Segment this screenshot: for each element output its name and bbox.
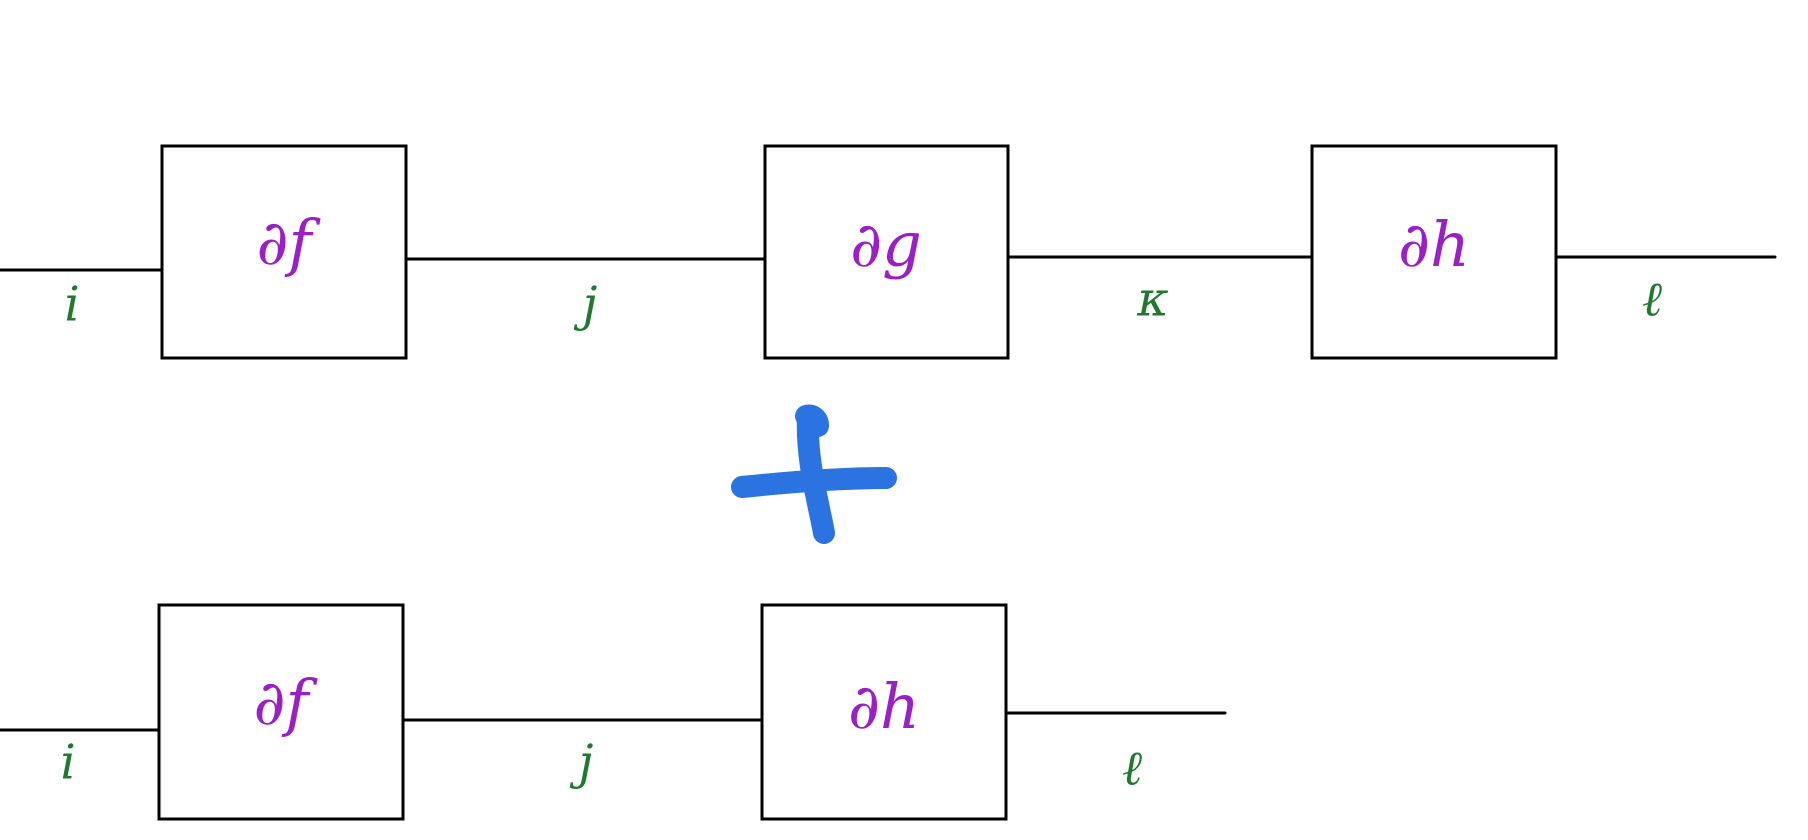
box-label: ∂f — [256, 206, 321, 279]
index-label-l: ℓ — [1122, 741, 1142, 797]
index-label-j: j — [570, 735, 594, 791]
index-label-l: ℓ — [1642, 272, 1662, 328]
box-dh-bottom: ∂h — [760, 603, 1008, 821]
top-chain: ∂f ∂g ∂h i j κ ℓ — [0, 144, 1777, 360]
box-df-bottom: ∂f — [157, 603, 405, 821]
index-label-i: i — [60, 735, 75, 791]
box-dh-top: ∂h — [1310, 144, 1558, 360]
box-label: ∂g — [850, 208, 922, 281]
box-label: ∂f — [253, 666, 318, 739]
index-label-j: j — [574, 277, 598, 333]
box-dg-top: ∂g — [763, 144, 1010, 360]
index-label-i: i — [64, 277, 79, 333]
box-df-top: ∂f — [160, 144, 408, 360]
index-label-k: κ — [1136, 272, 1168, 328]
plus-sign-icon — [731, 404, 897, 544]
bottom-chain: ∂f ∂h i j ℓ — [0, 603, 1227, 821]
box-label: ∂h — [848, 670, 920, 743]
box-label: ∂h — [1398, 208, 1470, 281]
